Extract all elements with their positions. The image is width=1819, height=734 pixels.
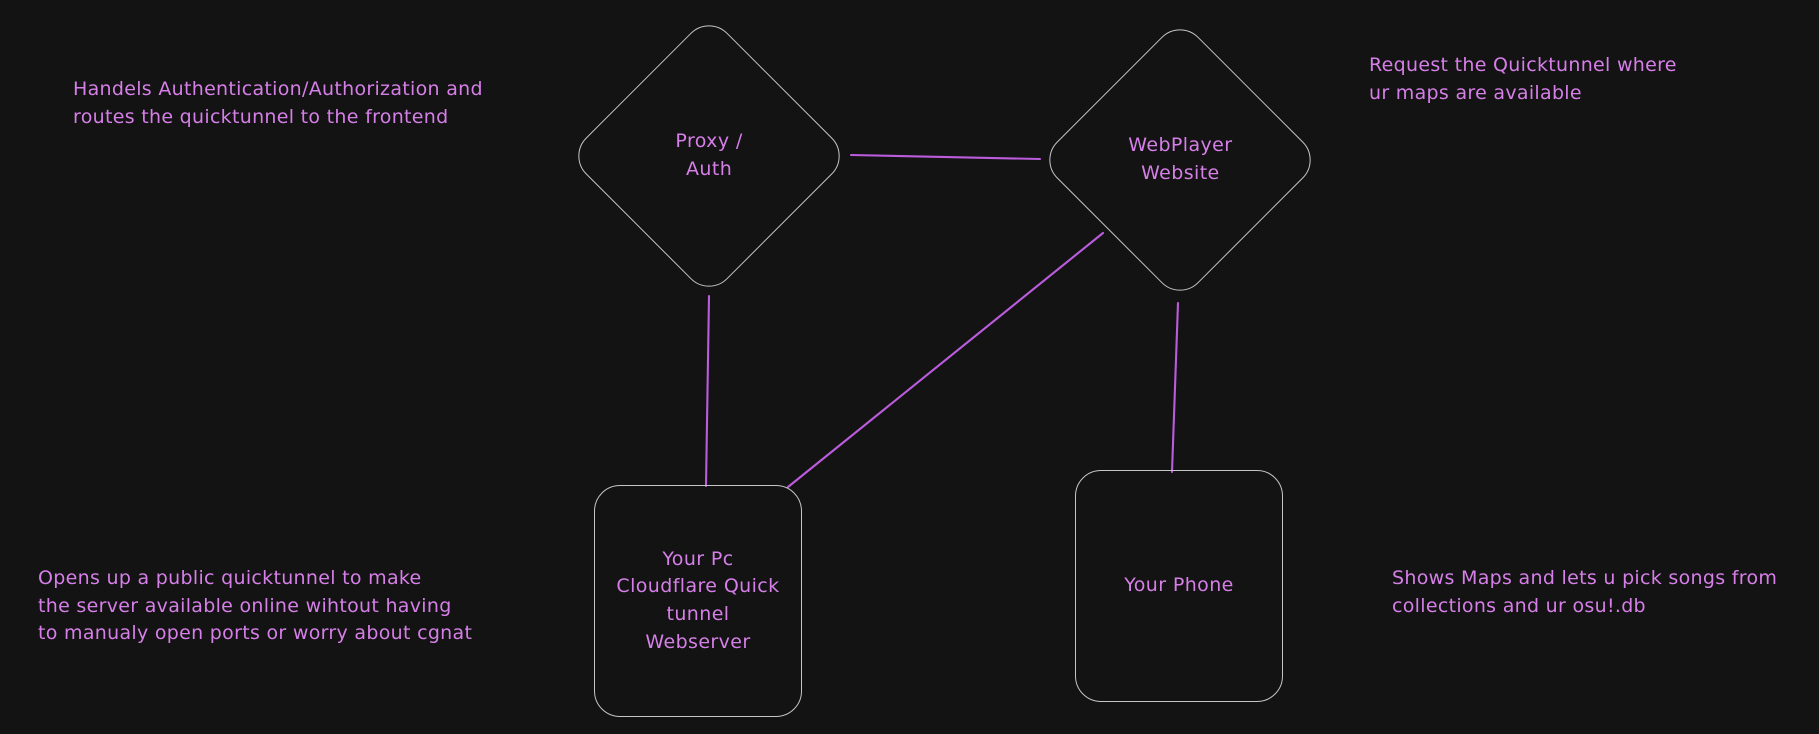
annotation-your-phone-note: Shows Maps and lets u pick songs from co… — [1392, 567, 1778, 617]
node-your-phone-label: Your Phone — [1124, 574, 1234, 597]
node-webplayer-website[interactable]: WebPlayer Website — [1038, 18, 1322, 302]
annotation-webplayer-note: Request the Quicktunnel where ur maps ar… — [1369, 54, 1677, 104]
annotation-proxy-auth-note: Handels Authentication/Authorization and… — [73, 78, 483, 128]
node-your-pc-label: Your Pc Cloudflare Quick tunnel Webserve… — [616, 547, 780, 653]
node-webplayer-website-label: WebPlayer Website — [1127, 134, 1233, 184]
edge-proxy-to-your-pc — [704, 294, 711, 488]
node-proxy-auth[interactable]: Proxy / Auth — [567, 14, 851, 298]
node-proxy-auth-label: Proxy / Auth — [675, 130, 743, 180]
edge-proxy-to-webplayer — [849, 153, 1042, 161]
annotation-your-pc-note: Opens up a public quicktunnel to make th… — [38, 567, 473, 645]
edge-webplayer-to-your-pc — [786, 231, 1105, 489]
edge-webplayer-to-your-phone — [1170, 301, 1180, 474]
node-your-phone[interactable]: Your Phone — [1075, 470, 1283, 702]
node-your-pc[interactable]: Your Pc Cloudflare Quick tunnel Webserve… — [594, 485, 802, 717]
